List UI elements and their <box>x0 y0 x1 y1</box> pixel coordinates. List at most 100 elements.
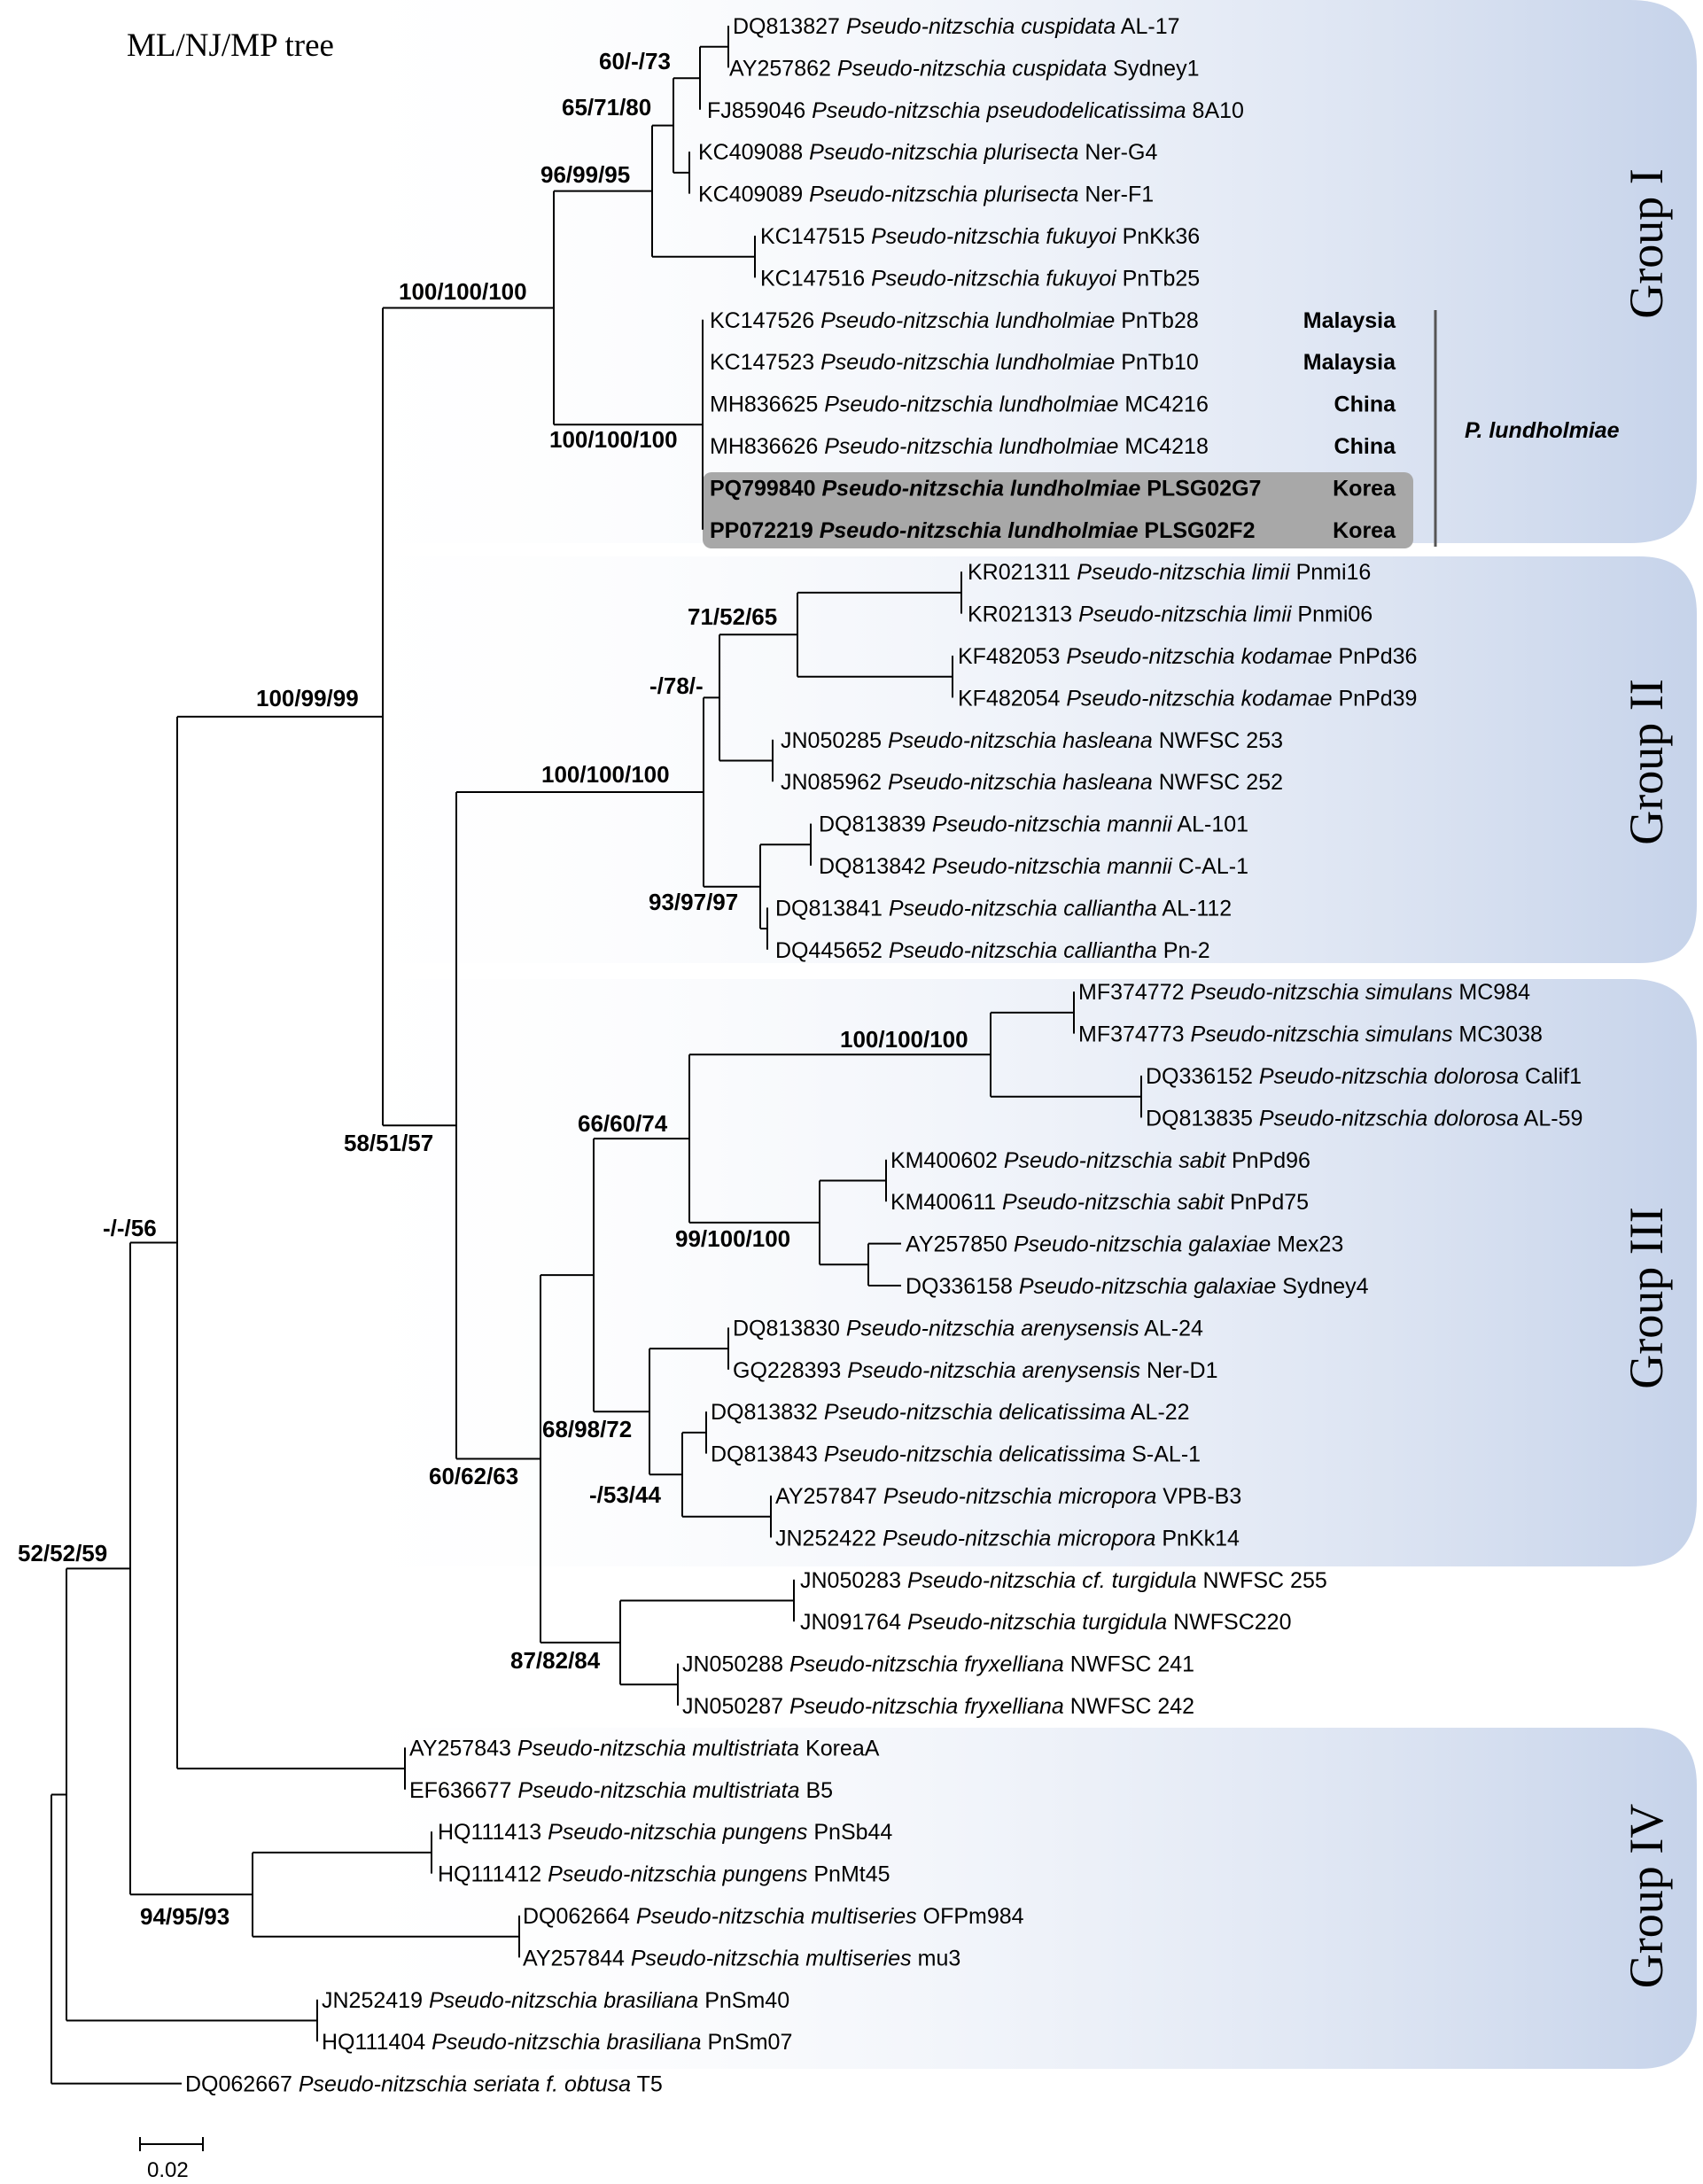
leaf-label: KC147515 Pseudo-nitzschia fukuyoi PnKk36 <box>760 224 1200 249</box>
leaf-label: MH836625 Pseudo-nitzschia lundholmiae MC… <box>710 392 1209 417</box>
species-name: Pseudo-nitzschia lundholmiae <box>822 476 1141 501</box>
species-name: Pseudo-nitzschia delicatissima <box>824 1400 1126 1425</box>
leaf-label: MF374772 Pseudo-nitzschia simulans MC984 <box>1078 980 1530 1005</box>
species-name: Pseudo-nitzschia kodamae <box>1066 644 1332 669</box>
support-label: 94/95/93 <box>140 1903 229 1930</box>
group-label-3: Group III <box>1620 1207 1673 1388</box>
leaf-label: HQ111412 Pseudo-nitzschia pungens PnMt45 <box>438 1862 890 1887</box>
support-label: 96/99/95 <box>540 161 630 188</box>
leaf-label: JN050285 Pseudo-nitzschia hasleana NWFSC… <box>781 728 1283 753</box>
strain-name: PnPd39 <box>1333 686 1418 711</box>
group-panel-2 <box>292 556 1697 963</box>
accession-number: EF636677 <box>409 1778 517 1803</box>
accession-number: DQ445652 <box>775 938 889 963</box>
leaf-labels: DQ813827 Pseudo-nitzschia cuspidata AL-1… <box>185 14 1582 2097</box>
leaf-label: DQ062664 Pseudo-nitzschia multiseries OF… <box>523 1904 1024 1929</box>
species-name: Pseudo-nitzschia turgidula <box>907 1610 1167 1635</box>
leaf-label: PP072219 Pseudo-nitzschia lundholmiae PL… <box>710 518 1255 543</box>
support-label: 58/51/57 <box>344 1130 433 1156</box>
leaf-label: EF636677 Pseudo-nitzschia multistriata B… <box>409 1778 833 1803</box>
species-name: Pseudo-nitzschia dolorosa <box>1259 1106 1519 1131</box>
species-name: Pseudo-nitzschia kodamae <box>1066 686 1332 711</box>
species-name: Pseudo-nitzschia lundholmiae <box>820 350 1115 375</box>
strain-name: PnSm07 <box>702 2030 793 2055</box>
species-name: Pseudo-nitzschia fukuyoi <box>871 224 1117 249</box>
leaf-label: KR021311 Pseudo-nitzschia limii Pnmi16 <box>968 560 1371 585</box>
accession-number: KC147523 <box>710 350 820 375</box>
strain-name: PnSm40 <box>698 1988 789 2013</box>
accession-number: JN085962 <box>781 770 888 795</box>
support-label: 100/100/100 <box>541 761 670 788</box>
support-label: 68/98/72 <box>542 1416 632 1442</box>
strain-name: NWFSC 252 <box>1153 770 1283 795</box>
accession-number: KM400602 <box>890 1148 1004 1173</box>
leaf-label: DQ445652 Pseudo-nitzschia calliantha Pn-… <box>775 938 1210 963</box>
strain-name: AL-112 <box>1157 896 1232 921</box>
strain-name: NWFSC220 <box>1167 1610 1291 1635</box>
strain-name: NWFSC 255 <box>1197 1568 1327 1593</box>
strain-name: Sydney1 <box>1107 56 1199 81</box>
accession-number: DQ813842 <box>819 854 932 879</box>
leaf-label: KF482054 Pseudo-nitzschia kodamae PnPd39 <box>958 686 1417 711</box>
species-name: Pseudo-nitzschia arenysensis <box>847 1358 1140 1383</box>
accession-number: DQ813843 <box>711 1442 824 1467</box>
support-label: 100/100/100 <box>549 426 678 453</box>
strain-name: AL-17 <box>1116 14 1179 39</box>
leaf-label: DQ813832 Pseudo-nitzschia delicatissima … <box>711 1400 1190 1425</box>
leaf-label: KM400611 Pseudo-nitzschia sabit PnPd75 <box>890 1190 1309 1215</box>
leaf-label: KR021313 Pseudo-nitzschia limii Pnmi06 <box>968 602 1373 627</box>
leaf-label: KC409089 Pseudo-nitzschia plurisecta Ner… <box>698 183 1154 207</box>
species-name: Pseudo-nitzschia galaxiae <box>1014 1232 1271 1257</box>
accession-number: KC147526 <box>710 308 820 333</box>
species-name: Pseudo-nitzschia calliantha <box>889 938 1157 963</box>
leaf-label: KF482053 Pseudo-nitzschia kodamae PnPd36 <box>958 644 1417 669</box>
tree-branches <box>51 26 1142 2085</box>
group-label-2: Group II <box>1620 679 1673 844</box>
accession-number: KC409088 <box>698 140 809 165</box>
strain-name: Mex23 <box>1271 1232 1343 1257</box>
strain-name: PnTb28 <box>1115 308 1199 333</box>
leaf-label: AY257847 Pseudo-nitzschia micropora VPB-… <box>775 1484 1241 1509</box>
strain-name: AL-59 <box>1519 1106 1582 1131</box>
species-name: Pseudo-nitzschia pungens <box>548 1820 807 1845</box>
accession-number: DQ813839 <box>819 812 932 837</box>
strain-name: mu3 <box>912 1946 961 1970</box>
strain-name: VPB-B3 <box>1156 1484 1241 1509</box>
accession-number: AY257844 <box>523 1946 631 1970</box>
leaf-label: JN252419 Pseudo-nitzschia brasiliana PnS… <box>322 1988 789 2013</box>
species-name: Pseudo-nitzschia plurisecta <box>809 183 1078 207</box>
species-name: Pseudo-nitzschia sabit <box>1002 1190 1225 1215</box>
species-name: Pseudo-nitzschia simulans <box>1190 980 1452 1005</box>
strain-name: PLSG02G7 <box>1140 476 1261 501</box>
support-label: 100/99/99 <box>256 685 359 711</box>
accession-number: AY257847 <box>775 1484 883 1509</box>
species-name: Pseudo-nitzschia simulans <box>1190 1022 1452 1047</box>
accession-number: FJ859046 <box>707 98 812 123</box>
species-name: Pseudo-nitzschia hasleana <box>888 728 1153 753</box>
species-name: Pseudo-nitzschia lundholmiae <box>820 518 1139 543</box>
origin-label: Korea <box>1333 518 1396 543</box>
accession-number: DQ813835 <box>1146 1106 1259 1131</box>
strain-name: Pnmi06 <box>1291 602 1373 627</box>
support-label: 100/100/100 <box>399 278 527 305</box>
leaf-label: KC409088 Pseudo-nitzschia plurisecta Ner… <box>698 140 1157 165</box>
accession-number: KF482053 <box>958 644 1066 669</box>
accession-number: DQ813841 <box>775 896 889 921</box>
leaf-label: DQ813839 Pseudo-nitzschia mannii AL-101 <box>819 812 1248 837</box>
leaf-label: PQ799840 Pseudo-nitzschia lundholmiae PL… <box>710 476 1261 501</box>
group-panel-1 <box>292 0 1697 543</box>
strain-name: PnTb25 <box>1116 266 1201 291</box>
leaf-label: JN050283 Pseudo-nitzschia cf. turgidula … <box>800 1568 1327 1593</box>
strain-name: AL-22 <box>1125 1400 1189 1425</box>
leaf-label: HQ111404 Pseudo-nitzschia brasiliana PnS… <box>322 2030 792 2055</box>
species-name: Pseudo-nitzschia sabit <box>1004 1148 1226 1173</box>
accession-number: DQ336152 <box>1146 1064 1259 1089</box>
support-labels: 60/-/73 65/71/80 96/99/95 100/100/100 10… <box>18 48 968 1930</box>
strain-name: S-AL-1 <box>1125 1442 1201 1467</box>
group-panel-4 <box>292 1728 1697 2069</box>
strain-name: PnSb44 <box>807 1820 892 1845</box>
accession-number: MH836626 <box>710 434 824 459</box>
leaf-label: JN085962 Pseudo-nitzschia hasleana NWFSC… <box>781 770 1283 795</box>
species-name: Pseudo-nitzschia galaxiae <box>1019 1274 1276 1299</box>
